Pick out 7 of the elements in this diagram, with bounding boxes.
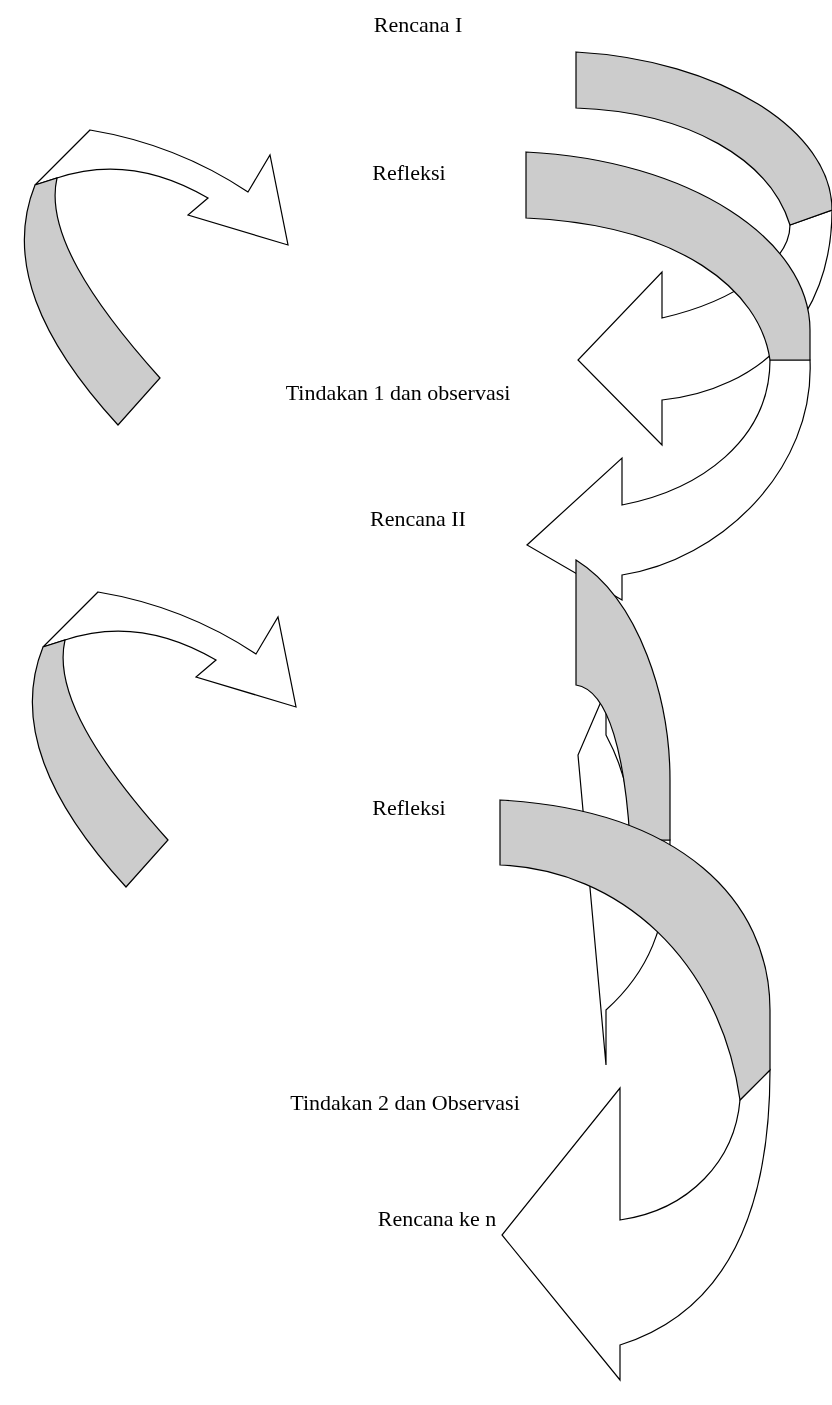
stage-label: Refleksi: [372, 795, 446, 821]
stage-label: Rencana I: [373, 12, 463, 38]
stage-label: Refleksi: [372, 160, 446, 186]
stage-label: Tindakan 2 dan Observasi: [290, 1090, 520, 1116]
stage-label: Rencana ke n: [377, 1206, 497, 1232]
stage-label: Tindakan 1 dan observasi: [285, 380, 511, 406]
stage-label: Rencana II: [370, 506, 466, 532]
